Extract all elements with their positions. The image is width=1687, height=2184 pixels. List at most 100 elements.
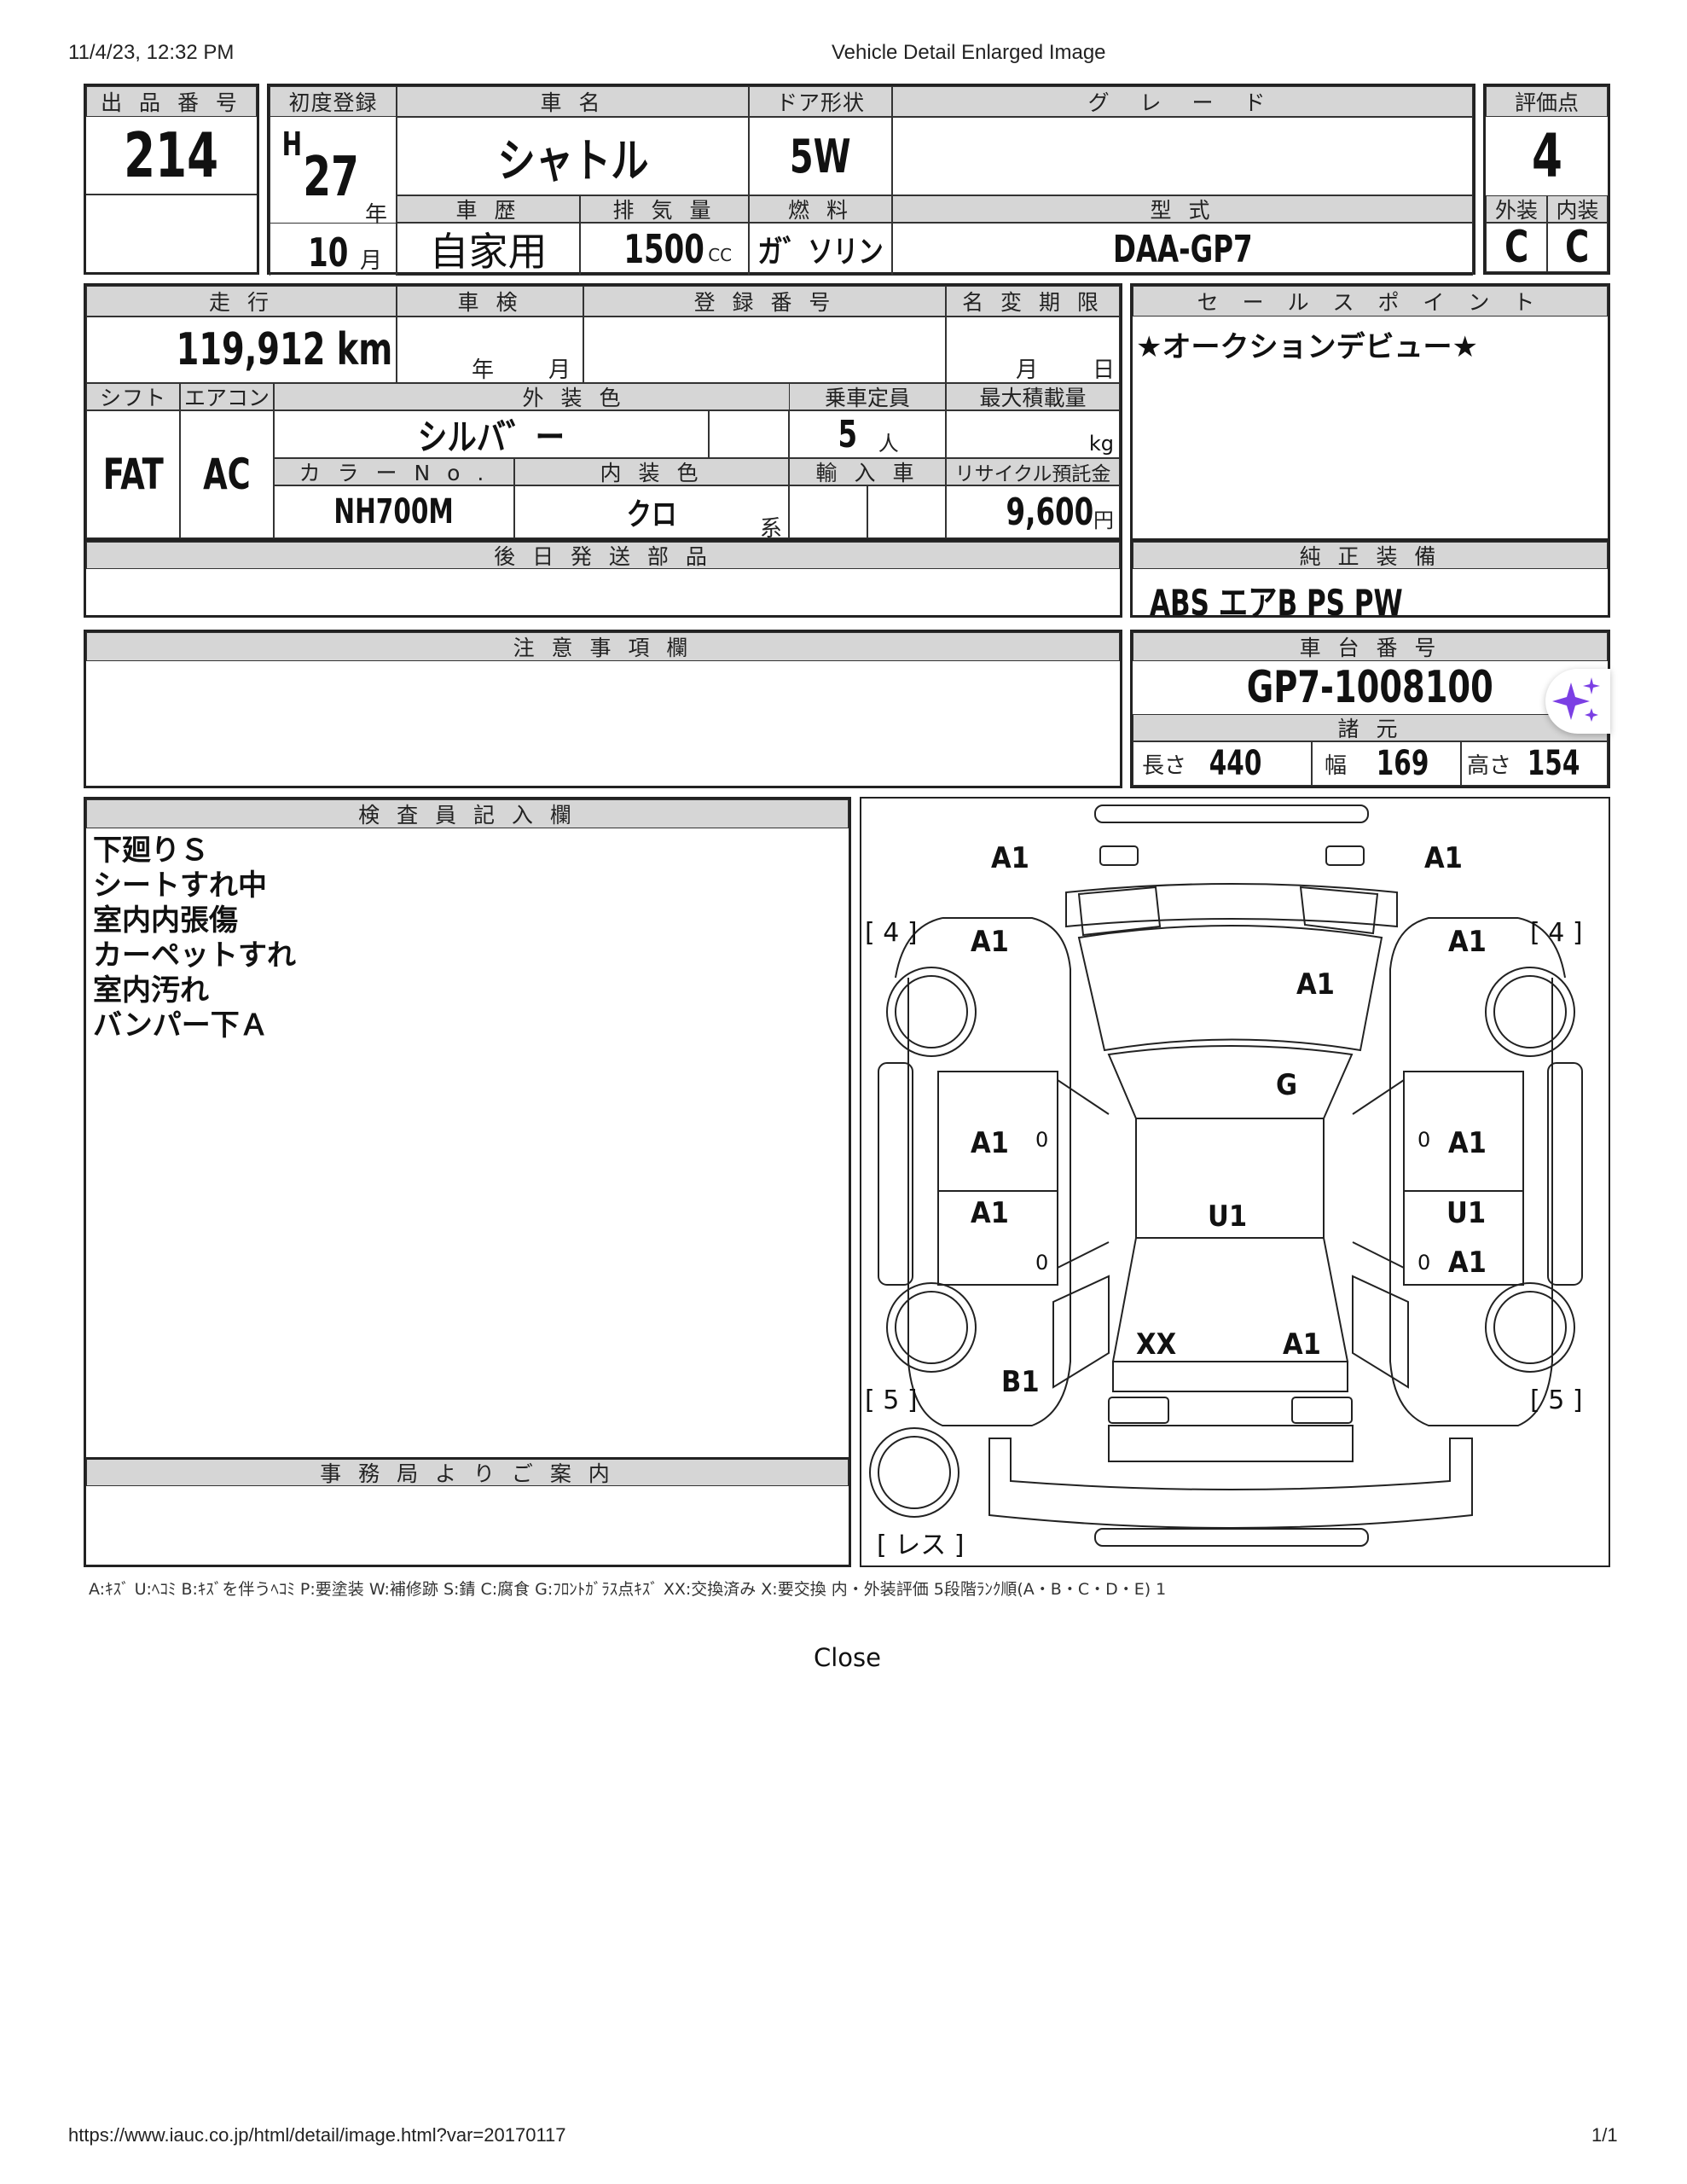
- damage-mark: XX: [1136, 1327, 1177, 1362]
- later-parts-box: 後 日 発 送 部 品: [84, 539, 1122, 618]
- legend: A:ｷｽﾞ U:ﾍｺﾐ B:ｷｽﾞを伴うﾍｺﾐ P:要塗装 W:補修跡 S:錆 …: [89, 1580, 1167, 1599]
- reg-no-value: [583, 317, 946, 383]
- notes-header: 注 意 事 項 欄: [86, 632, 1120, 661]
- import-header: 輸 入 車: [789, 458, 946, 485]
- ext-color-value: シルバ゛ー: [274, 410, 709, 458]
- ext-color-header: 外 装 色: [274, 383, 874, 410]
- lot-header: 出 品 番 号: [86, 86, 257, 117]
- damage-mark: B1: [1001, 1365, 1040, 1399]
- spare-tire: [ レス ]: [877, 1531, 965, 1560]
- capacity-header: 乗車定員: [789, 383, 946, 410]
- inspector-note: 室内汚れ: [93, 973, 209, 1008]
- interior-grade: C: [1547, 223, 1608, 272]
- history-value: 自家用: [397, 223, 580, 276]
- tread-depth: [ 4 ]: [1530, 918, 1583, 948]
- zero-mark: 0: [1417, 1128, 1431, 1152]
- fuel-header: 燃 料: [749, 195, 892, 223]
- sales-point-header: セ ー ル ス ポ イ ン ト: [1133, 286, 1608, 317]
- ac-header: エアコン: [180, 383, 274, 410]
- shift-value: FAT: [86, 410, 180, 538]
- car-name-header: 車 名: [397, 86, 749, 117]
- score-value: 4: [1531, 121, 1562, 191]
- car-name: シャトル: [397, 117, 749, 195]
- inspector-notes: 下廻りＳ シートすれ中 室内内張傷 カーペットすれ 室内汚れ バンパー下Ａ: [93, 834, 296, 1043]
- score-header: 評価点: [1486, 86, 1608, 117]
- mileage-value: 119,912 km: [86, 317, 397, 383]
- model-header: 型 式: [892, 195, 1473, 223]
- damage-mark: G: [1276, 1068, 1298, 1102]
- sales-point-box: セ ー ル ス ポ イ ン ト ★オークションデビュー★: [1130, 283, 1610, 541]
- length-value: 440: [1209, 744, 1262, 783]
- specs-header: 諸 元: [1133, 714, 1608, 741]
- mileage-header: 走 行: [86, 286, 397, 317]
- inspection-year-unit: 年: [472, 357, 495, 383]
- inspector-note: バンパー下Ａ: [93, 1008, 269, 1043]
- sparkle-button[interactable]: [1545, 669, 1610, 734]
- tread-depth: [ 5 ]: [1530, 1385, 1583, 1415]
- width-label: 幅: [1325, 752, 1348, 779]
- damage-mark: U1: [1446, 1196, 1487, 1230]
- office-header: 事 務 局 よ り ご 案 内: [86, 1457, 849, 1486]
- exterior-grade: C: [1486, 223, 1547, 272]
- name-change-cell: [946, 317, 1120, 383]
- lot-number: 214: [86, 117, 257, 195]
- damage-mark: A1: [1424, 841, 1463, 875]
- reg-month: 10: [308, 229, 349, 276]
- first-reg-cell: [270, 117, 397, 276]
- sales-point-text: ★オークションデビュー★: [1136, 330, 1478, 364]
- zero-mark: 0: [1035, 1251, 1049, 1275]
- notes-box: 注 意 事 項 欄: [84, 630, 1122, 788]
- chassis-header: 車 台 番 号: [1133, 632, 1608, 661]
- damage-mark: A1: [1448, 1246, 1487, 1280]
- lot-box: 出 品 番 号 214: [84, 84, 259, 275]
- color-no-header: カ ラ ー N o .: [274, 458, 514, 485]
- shift-header: シフト: [86, 383, 180, 410]
- inspector-note: 下廻りＳ: [93, 834, 209, 868]
- print-datetime: 11/4/23, 12:32 PM: [68, 41, 235, 64]
- grade-value: [892, 117, 1473, 195]
- displacement-value: 1500: [623, 226, 704, 272]
- damage-mark: A1: [971, 925, 1009, 959]
- inspector-note: 室内内張傷: [93, 903, 238, 938]
- import-cell-a: [789, 485, 867, 538]
- main-info-box: 初度登録 車 名 ドア形状 グ レ ー ド H 27 年 10 月 シャトル 5…: [267, 84, 1475, 276]
- close-button[interactable]: Close: [814, 1643, 881, 1672]
- inspector-header: 検 査 員 記 入 欄: [86, 799, 849, 828]
- damage-mark: A1: [971, 1196, 1009, 1230]
- name-change-header: 名 変 期 限: [946, 286, 1120, 317]
- inspector-box: 検 査 員 記 入 欄 下廻りＳ シートすれ中 室内内張傷 カーペットすれ 室内…: [84, 797, 851, 1567]
- displacement-header: 排 気 量: [580, 195, 749, 223]
- chassis-value: GP7-1008100: [1246, 662, 1494, 713]
- color-no-value: NH700M: [274, 485, 514, 538]
- capacity-unit: 人: [878, 431, 899, 456]
- door-type: 5W: [749, 117, 892, 195]
- car-outline-diagram: [869, 804, 1583, 1547]
- inspection-header: 車 検: [397, 286, 583, 317]
- interior-header: 内装: [1547, 195, 1608, 223]
- inspector-note: カーペットすれ: [93, 938, 296, 973]
- first-reg-header: 初度登録: [270, 86, 397, 117]
- capacity-value: 5: [838, 412, 858, 456]
- zero-mark: 0: [1417, 1251, 1431, 1275]
- ac-value: AC: [180, 410, 274, 538]
- recycle-header: リサイクル預託金: [946, 458, 1120, 485]
- height-value: 154: [1527, 744, 1580, 783]
- name-change-month: 月: [1016, 357, 1039, 383]
- max-load-cell: kg: [946, 410, 1120, 458]
- inspection-month-unit: 月: [548, 357, 571, 383]
- tread-depth: [ 4 ]: [865, 918, 918, 948]
- grade-header: グ レ ー ド: [892, 86, 1473, 117]
- name-change-day: 日: [1093, 357, 1116, 383]
- damage-mark: A1: [991, 841, 1029, 875]
- month-unit: 月: [360, 248, 383, 274]
- cc-unit: CC: [708, 245, 733, 265]
- damage-mark: A1: [1448, 1126, 1487, 1160]
- equipment-box: 純 正 装 備 ABS エアB PS PW: [1130, 539, 1610, 624]
- recycle-unit: 円: [1093, 508, 1114, 532]
